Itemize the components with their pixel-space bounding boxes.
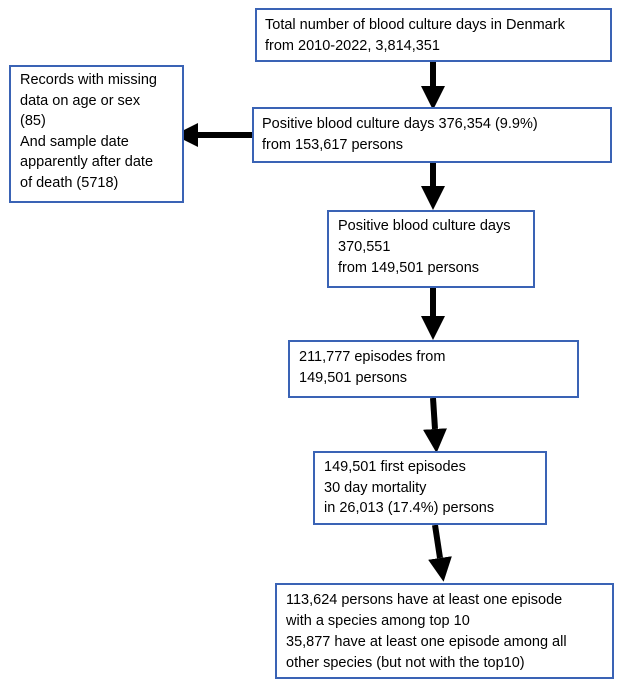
- arrow-episodes-to-first: [423, 397, 447, 453]
- box-line: 149,501 first episodes: [324, 459, 466, 475]
- box-positive-blood-culture-days: Positive blood culture days 376,354 (9.9…: [252, 107, 612, 163]
- box-line: 113,624 persons have at least one episod…: [286, 592, 563, 608]
- box-positive-blood-culture-days-cleaned: Positive blood culture days 370,551 from…: [327, 210, 535, 288]
- box-line: 211,777 episodes from: [299, 349, 446, 365]
- box-line: in 26,013 (17.4%) persons: [324, 500, 495, 516]
- box-species-summary: 113,624 persons have at least one episod…: [275, 583, 614, 679]
- box-line: with a species among top 10: [286, 613, 470, 629]
- box-line: of death (5718): [20, 174, 119, 191]
- box-line: Total number of blood culture days in De…: [265, 17, 565, 33]
- box-episodes: 211,777 episodes from 149,501 persons: [288, 340, 579, 398]
- box-line: (85): [20, 113, 46, 129]
- arrow-first-to-species: [428, 524, 452, 582]
- box-line: And sample date: [20, 133, 129, 150]
- box-line: from 2010-2022, 3,814,351: [265, 38, 440, 54]
- box-line: 149,501 persons: [299, 370, 408, 386]
- box-line: 35,877 have at least one episode among a…: [286, 634, 567, 650]
- box-line: 370,551: [338, 239, 391, 255]
- box-first-episodes: 149,501 first episodes 30 day mortality …: [313, 451, 547, 525]
- box-line: Positive blood culture days 376,354 (9.9…: [262, 116, 538, 132]
- box-line: data on age or sex: [20, 92, 141, 109]
- box-line: from 153,617 persons: [262, 137, 404, 153]
- box-line: other species (but not with the top10): [286, 655, 525, 671]
- box-line: 30 day mortality: [324, 479, 427, 496]
- box-total-blood-culture-days: Total number of blood culture days in De…: [255, 8, 612, 62]
- box-excluded-records: Records with missing data on age or sex …: [9, 65, 184, 203]
- box-line: apparently after date: [20, 154, 154, 170]
- box-line: from 149,501 persons: [338, 260, 480, 276]
- box-line: Records with missing: [20, 72, 157, 88]
- box-line: Positive blood culture days: [338, 218, 511, 234]
